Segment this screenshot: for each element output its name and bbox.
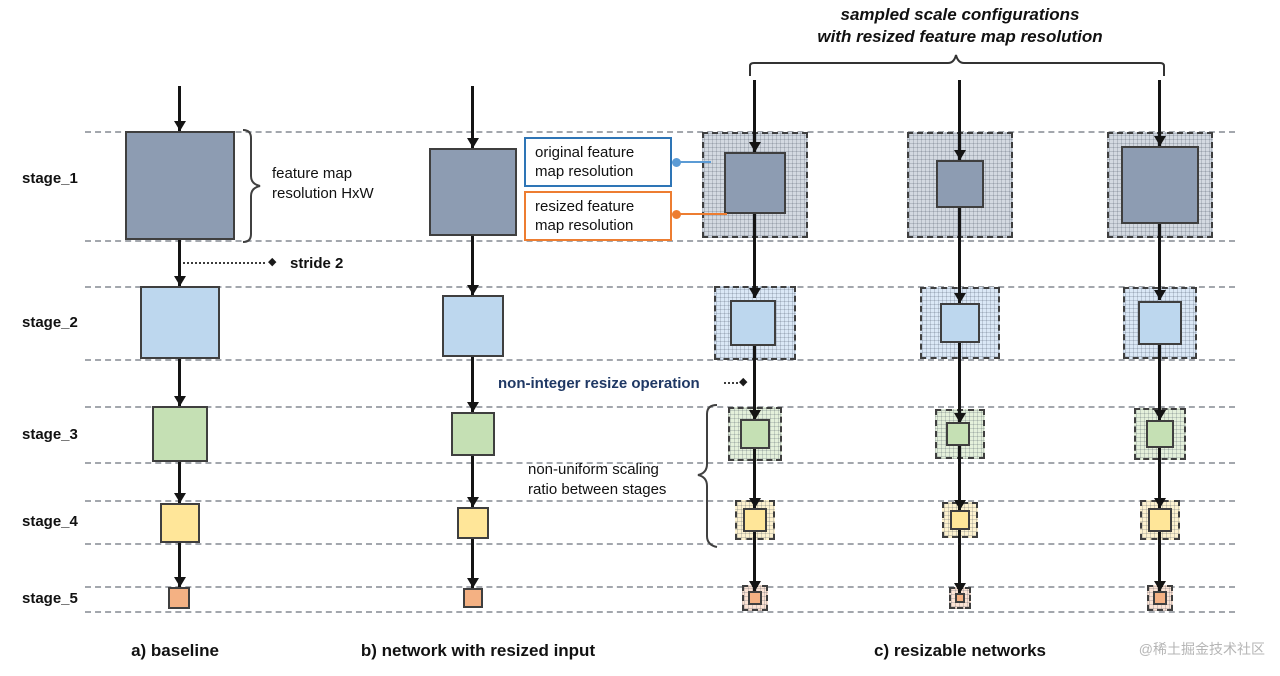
c2-stage1-resized-map [936, 160, 984, 208]
caption-a: a) baseline [131, 641, 219, 660]
stage1-top-line [85, 131, 1235, 133]
b-stage4-feature-map [457, 507, 489, 539]
c3-arrow-3-4 [1158, 448, 1161, 508]
b-arrow-4-5 [471, 539, 474, 588]
caption-b: b) network with resized input [360, 641, 596, 660]
stage5-bottom-line [85, 611, 1235, 613]
a-arrow-4-5 [178, 543, 181, 587]
legend-resized-line1: resized feature [535, 198, 635, 215]
legend-original-line1: original feature [535, 144, 635, 161]
b-arrow-input [471, 86, 474, 148]
a-stage5-feature-map [168, 587, 190, 609]
b-arrow-3-4 [471, 456, 474, 507]
b-arrow-2-3 [471, 357, 474, 412]
b-stage2-feature-map [442, 295, 504, 357]
c1-arrow-2-3 [753, 346, 756, 420]
non-integer-resize-annotation: non-integer resize operation [498, 375, 700, 392]
legend-resized-dot-icon [672, 210, 681, 219]
stage-label-5: stage_5 [22, 590, 78, 607]
feature-map-annotation-line2: resolution HxW [272, 185, 374, 202]
figure-title-line1: sampled scale configurations [840, 5, 1080, 24]
a-arrow-input [178, 86, 181, 131]
non-integer-dotted-line [724, 382, 738, 384]
stage3-top-line [85, 406, 1235, 408]
stage-label-4: stage_4 [22, 513, 78, 530]
c2-stage2-resized-map [940, 303, 980, 343]
c3-stage3-resized-map [1146, 420, 1174, 448]
figure-title-line2: with resized feature map resolution [817, 27, 1103, 46]
stage1-bottom-line [85, 240, 1235, 242]
b-stage1-feature-map [429, 148, 517, 236]
b-stage3-feature-map [451, 412, 495, 456]
a-arrow-3-4 [178, 462, 181, 503]
legend-original-resolution: original feature map resolution [524, 137, 672, 187]
c2-arrow-1-2 [958, 208, 961, 303]
non-uniform-annotation-line1: non-uniform scaling [528, 461, 659, 478]
non-uniform-brace [697, 404, 718, 548]
c2-arrow-4-5 [958, 530, 961, 593]
a-arrow-2-3 [178, 359, 181, 406]
caption-c: c) resizable networks [874, 641, 1046, 660]
a-stage4-feature-map [160, 503, 200, 543]
watermark: @稀土掘金技术社区 [1138, 641, 1265, 657]
legend-resized-line2: map resolution [535, 217, 634, 234]
stage3-bottom-line [85, 462, 1235, 464]
c1-stage2-resized-map [730, 300, 776, 346]
a-stage2-feature-map [140, 286, 220, 359]
b-arrow-1-2 [471, 236, 474, 295]
a-stage1-feature-map [125, 131, 235, 240]
a-stage1-brace [242, 129, 261, 243]
c3-arrow-2-3 [1158, 345, 1161, 420]
c1-arrow-4-5 [753, 532, 756, 591]
c2-stage3-resized-map [946, 422, 970, 446]
legend-original-dot-icon [672, 158, 681, 167]
non-integer-diamond-icon: ◆ [739, 376, 748, 388]
c1-arrow-input [753, 80, 756, 152]
stride-dotted-line [183, 262, 265, 264]
c1-stage3-resized-map [740, 419, 770, 449]
top-brace [749, 54, 1165, 76]
stage4-top-line [85, 500, 1235, 502]
c3-stage1-resized-map [1121, 146, 1199, 224]
stage-label-1: stage_1 [22, 170, 78, 187]
c2-stage4-resized-map [950, 510, 970, 530]
c1-arrow-3-4 [753, 449, 756, 508]
c1-stage5-resized-map [748, 591, 762, 605]
stage-label-3: stage_3 [22, 426, 78, 443]
a-arrow-1-2 [178, 240, 181, 286]
stride-annotation: stride 2 [290, 255, 344, 272]
stage5-top-line [85, 586, 1235, 588]
c2-arrow-2-3 [958, 343, 961, 423]
stride-diamond-icon: ◆ [268, 256, 277, 268]
c3-arrow-1-2 [1158, 224, 1161, 300]
feature-map-annotation-line1: feature map [272, 165, 353, 182]
stage2-bottom-line [85, 359, 1235, 361]
c1-arrow-1-2 [753, 214, 756, 298]
c3-stage5-resized-map [1153, 591, 1167, 605]
legend-original-connector [679, 161, 711, 163]
stage4-bottom-line [85, 543, 1235, 545]
c2-arrow-3-4 [958, 446, 961, 510]
stage-label-2: stage_2 [22, 314, 78, 331]
a-stage3-feature-map [152, 406, 208, 462]
c2-arrow-input [958, 80, 961, 160]
c3-stage2-resized-map [1138, 301, 1182, 345]
legend-original-line2: map resolution [535, 163, 634, 180]
legend-resized-resolution: resized feature map resolution [524, 191, 672, 241]
c3-arrow-input [1158, 80, 1161, 146]
c1-stage1-resized-map [724, 152, 786, 214]
c3-arrow-4-5 [1158, 532, 1161, 591]
figure-title: sampled scale configurations with resize… [755, 4, 1165, 48]
c2-stage5-resized-map [955, 593, 965, 603]
stage2-top-line [85, 286, 1235, 288]
c1-stage4-resized-map [743, 508, 767, 532]
legend-resized-connector [679, 213, 727, 215]
b-stage5-feature-map [463, 588, 483, 608]
non-uniform-annotation-line2: ratio between stages [528, 481, 667, 498]
c3-stage4-resized-map [1148, 508, 1172, 532]
